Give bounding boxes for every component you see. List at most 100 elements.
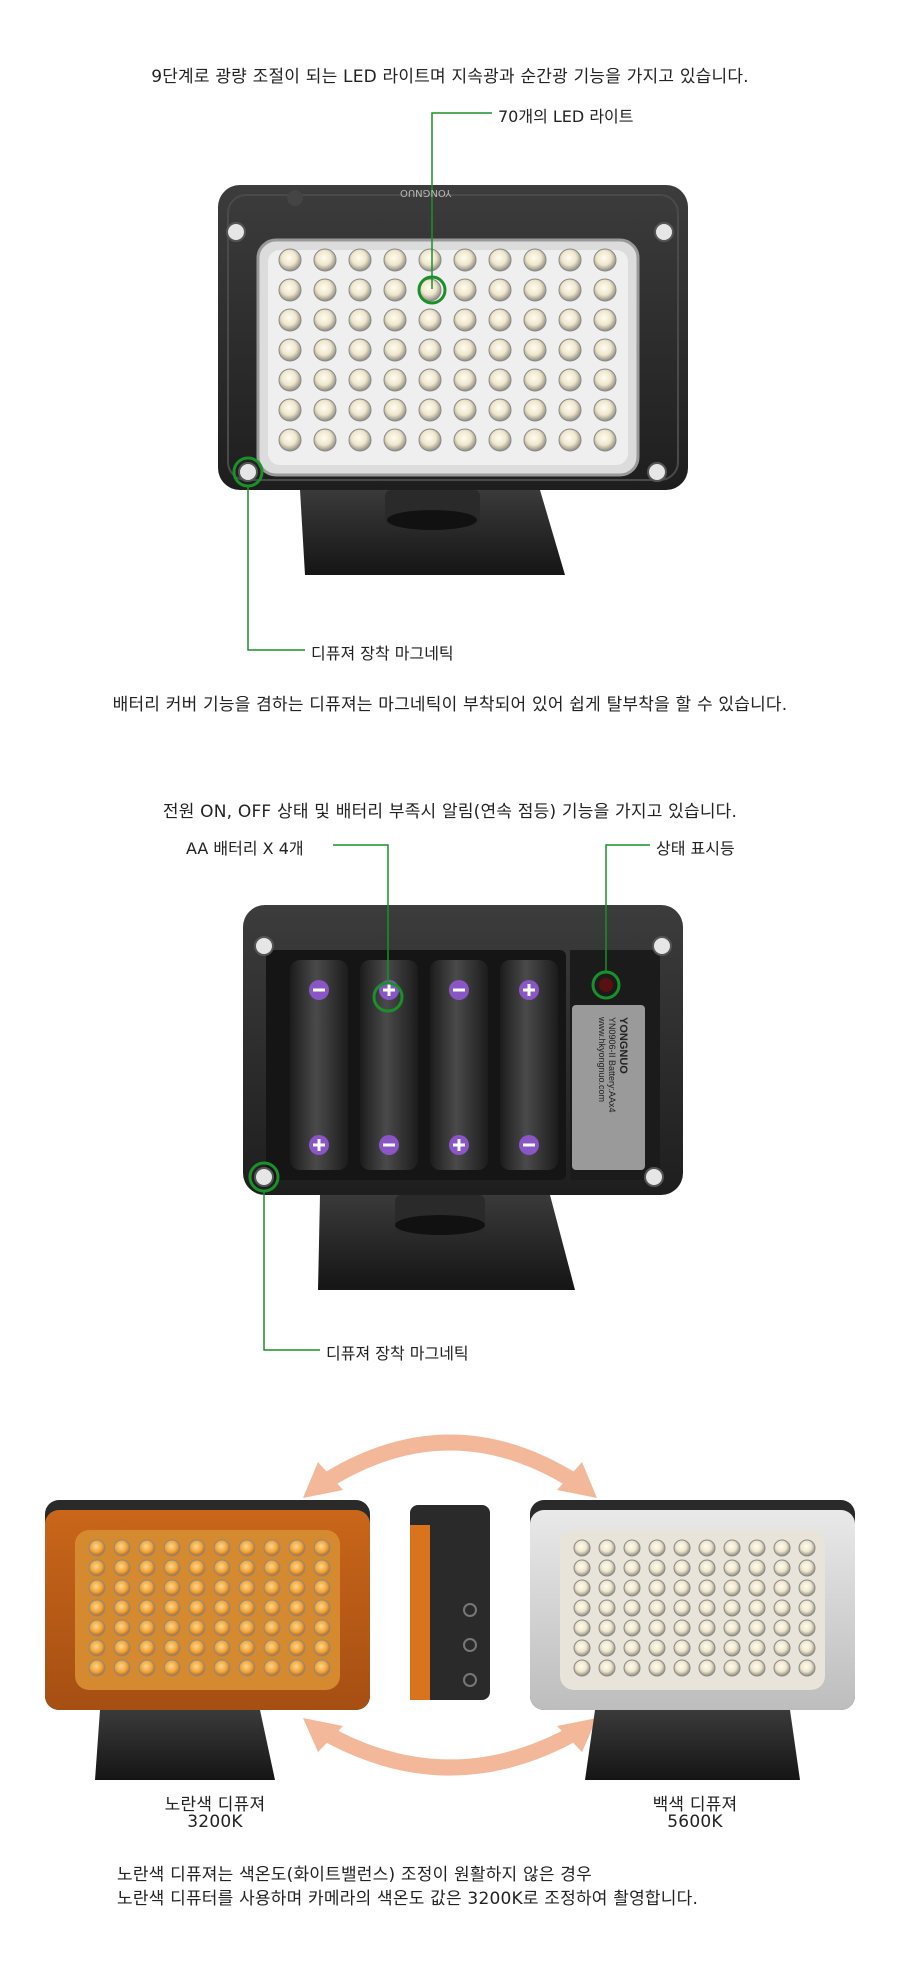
led bbox=[453, 428, 477, 452]
led bbox=[773, 1579, 791, 1597]
led bbox=[383, 248, 407, 272]
led bbox=[288, 1639, 306, 1657]
led bbox=[163, 1599, 181, 1617]
exchange-arrows bbox=[303, 1434, 597, 1776]
led bbox=[313, 1619, 331, 1637]
led bbox=[213, 1619, 231, 1637]
led bbox=[648, 1559, 666, 1577]
led bbox=[348, 338, 372, 362]
led bbox=[288, 1539, 306, 1557]
led bbox=[698, 1659, 716, 1677]
led bbox=[453, 338, 477, 362]
led bbox=[673, 1579, 691, 1597]
led bbox=[288, 1659, 306, 1677]
led bbox=[418, 428, 442, 452]
callout-magnet-line-2 bbox=[248, 1161, 320, 1351]
led bbox=[188, 1659, 206, 1677]
led bbox=[238, 1539, 256, 1557]
led bbox=[698, 1619, 716, 1637]
led bbox=[773, 1599, 791, 1617]
led bbox=[113, 1619, 131, 1637]
led bbox=[598, 1599, 616, 1617]
led bbox=[188, 1639, 206, 1657]
led bbox=[113, 1659, 131, 1677]
led bbox=[573, 1619, 591, 1637]
led bbox=[288, 1599, 306, 1617]
led bbox=[673, 1559, 691, 1577]
led bbox=[288, 1619, 306, 1637]
led bbox=[698, 1599, 716, 1617]
led bbox=[798, 1659, 816, 1677]
led bbox=[598, 1559, 616, 1577]
led bbox=[188, 1619, 206, 1637]
led bbox=[163, 1539, 181, 1557]
led bbox=[313, 248, 337, 272]
section1-caption-bottom: 배터리 커버 기능을 겸하는 디퓨져는 마그네틱이 부착되어 있어 쉽게 탈부착… bbox=[112, 695, 788, 715]
led bbox=[558, 278, 582, 302]
led bbox=[593, 398, 617, 422]
led bbox=[113, 1539, 131, 1557]
led bbox=[748, 1639, 766, 1657]
led bbox=[623, 1579, 641, 1597]
led bbox=[278, 398, 302, 422]
led bbox=[88, 1659, 106, 1677]
light-white-diffuser bbox=[530, 1500, 855, 1780]
led bbox=[188, 1579, 206, 1597]
led bbox=[278, 278, 302, 302]
led bbox=[558, 248, 582, 272]
led bbox=[238, 1659, 256, 1677]
left-diffuser-title: 노란색 디퓨져 bbox=[164, 1795, 266, 1815]
led bbox=[488, 428, 512, 452]
led bbox=[523, 308, 547, 332]
led bbox=[348, 308, 372, 332]
led bbox=[773, 1559, 791, 1577]
led bbox=[288, 1559, 306, 1577]
led bbox=[313, 1539, 331, 1557]
led bbox=[488, 338, 512, 362]
led bbox=[88, 1639, 106, 1657]
led bbox=[558, 398, 582, 422]
led bbox=[313, 398, 337, 422]
brand-mark: YONGNUO bbox=[400, 187, 452, 198]
led bbox=[213, 1559, 231, 1577]
light-side-view bbox=[410, 1505, 490, 1700]
aa-battery bbox=[290, 960, 348, 1170]
callout-batteries-label: AA 배터리 X 4개 bbox=[186, 839, 304, 858]
section2-caption-top: 전원 ON, OFF 상태 및 배터리 부족시 알림(연속 점등) 기능을 가지… bbox=[162, 802, 738, 822]
led bbox=[383, 428, 407, 452]
led bbox=[673, 1619, 691, 1637]
light-amber-diffuser bbox=[45, 1500, 370, 1780]
led bbox=[623, 1639, 641, 1657]
led bbox=[598, 1659, 616, 1677]
led bbox=[453, 368, 477, 392]
led bbox=[383, 308, 407, 332]
led bbox=[263, 1579, 281, 1597]
led bbox=[723, 1639, 741, 1657]
led bbox=[138, 1639, 156, 1657]
led bbox=[418, 338, 442, 362]
led bbox=[673, 1599, 691, 1617]
led bbox=[698, 1579, 716, 1597]
led bbox=[523, 428, 547, 452]
led bbox=[573, 1559, 591, 1577]
led bbox=[748, 1659, 766, 1677]
led bbox=[138, 1599, 156, 1617]
led bbox=[598, 1639, 616, 1657]
led bbox=[313, 1639, 331, 1657]
led bbox=[558, 338, 582, 362]
label-url: www.hkyongnuo.com bbox=[597, 1017, 607, 1103]
led bbox=[138, 1659, 156, 1677]
led bbox=[488, 248, 512, 272]
led bbox=[213, 1639, 231, 1657]
led bbox=[163, 1579, 181, 1597]
led bbox=[673, 1639, 691, 1657]
led bbox=[773, 1619, 791, 1637]
led bbox=[288, 1579, 306, 1597]
note-line-2: 노란색 디퓨터를 사용하며 카메라의 색온도 값은 3200K로 조정하여 촬영… bbox=[117, 1889, 699, 1909]
led bbox=[278, 308, 302, 332]
led bbox=[418, 368, 442, 392]
led bbox=[418, 248, 442, 272]
led bbox=[238, 1619, 256, 1637]
led-array bbox=[278, 248, 617, 452]
led bbox=[623, 1619, 641, 1637]
